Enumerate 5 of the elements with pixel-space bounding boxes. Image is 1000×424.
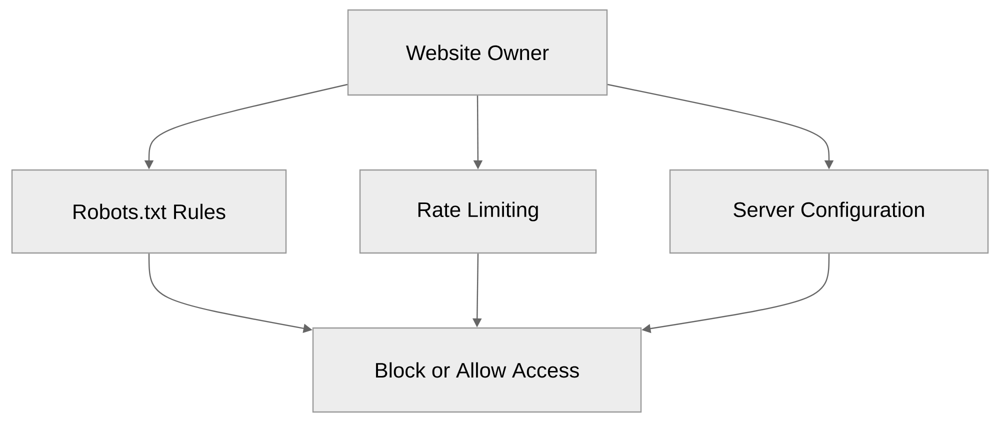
process-box: Website Owner	[347, 9, 608, 96]
process-box: Robots.txt Rules	[11, 169, 287, 254]
process-box: Rate Limiting	[359, 169, 597, 254]
process-box: Block or Allow Access	[312, 327, 642, 413]
process-box: Server Configuration	[669, 169, 989, 254]
